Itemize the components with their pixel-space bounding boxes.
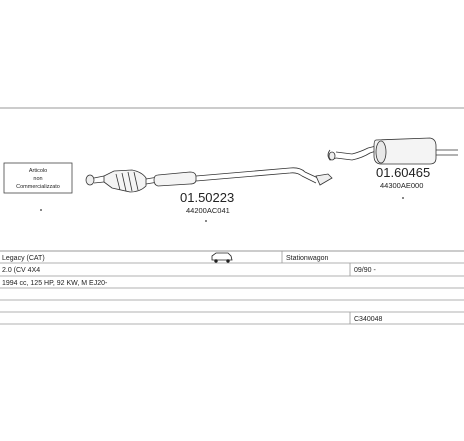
dot-marker-rear — [402, 197, 404, 199]
rear-inlet-flange — [328, 151, 336, 161]
rear-pipe-lower — [335, 150, 377, 161]
dot-marker — [40, 209, 42, 211]
front-pipe-lower — [93, 181, 105, 184]
cat-rib-1 — [115, 173, 121, 191]
front-flange — [85, 174, 95, 186]
note-line-3: Commercializzato — [16, 184, 60, 190]
station-wagon-car-icon — [211, 252, 233, 263]
oem-number-front: 44200AC041 — [186, 206, 230, 215]
part-rear-section[interactable] — [327, 137, 458, 165]
car-body — [211, 252, 233, 261]
cat-rib-2 — [121, 172, 127, 192]
car-wheel-front — [214, 259, 218, 263]
middle-silencer — [153, 171, 197, 187]
vehicle-info-table — [0, 251, 464, 325]
part-front-section[interactable] — [85, 167, 333, 193]
part-number-front: 01.50223 — [180, 190, 234, 205]
connecting-pipe-lower — [195, 172, 317, 184]
catalytic-converter — [103, 169, 147, 193]
front-pipe-upper — [93, 175, 105, 179]
note-line-1: Articolo — [29, 168, 47, 174]
rear-silencer-end — [375, 140, 387, 164]
rear-pipe-upper — [335, 145, 377, 155]
pipe-end-bracket — [315, 173, 333, 186]
engine-cell: 2.0 (CV 4X4 — [2, 267, 40, 274]
body-type-cell: Stationwagon — [286, 255, 329, 262]
part-number-rear: 01.60465 — [376, 165, 430, 180]
oem-number-rear: 44300AE000 — [380, 181, 423, 190]
rear-silencer — [373, 137, 437, 165]
specs-cell: 1994 cc, 125 HP, 92 KW, M EJ20- — [2, 280, 108, 287]
code-cell: C340048 — [354, 316, 383, 323]
note-box — [3, 162, 73, 194]
cat-rib-4 — [133, 171, 139, 191]
cat-rib-3 — [127, 171, 133, 192]
rear-inlet-hook — [327, 149, 337, 161]
model-cell: Legacy (CAT) — [2, 255, 45, 262]
not-available-note: Articolo non Commercializzato — [3, 162, 73, 194]
dot-marker-front — [205, 220, 207, 222]
car-wheel-rear — [226, 259, 230, 263]
note-line-2: non — [33, 176, 42, 182]
date-cell: 09/90 - — [354, 267, 376, 274]
connecting-pipe-upper — [195, 167, 319, 179]
